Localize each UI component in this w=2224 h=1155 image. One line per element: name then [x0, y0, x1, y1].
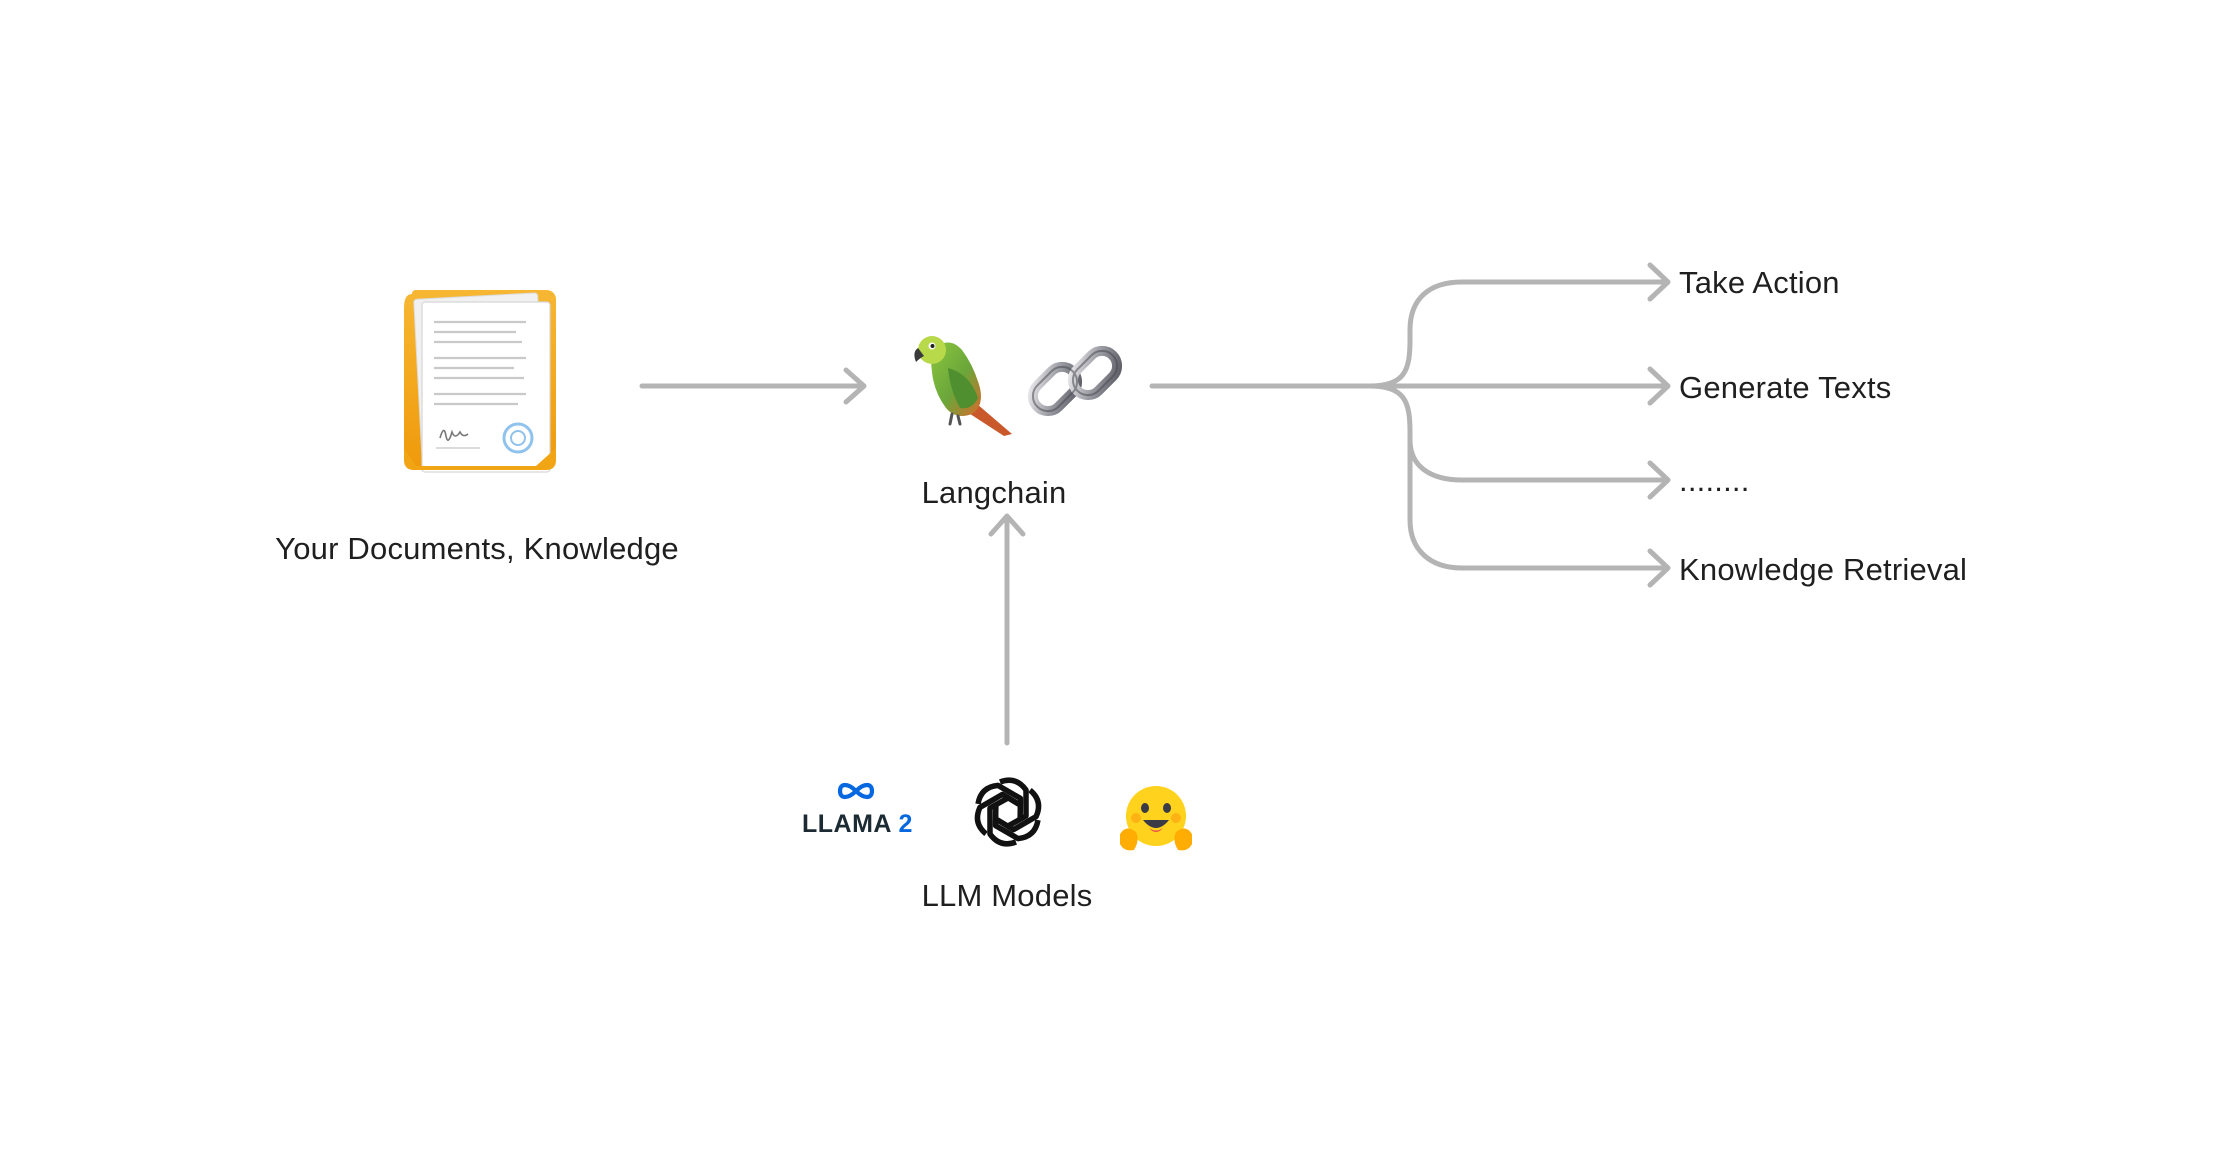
- arrowhead-take-action: [1647, 262, 1671, 302]
- parrot-icon: [914, 336, 1012, 436]
- arrow-branch-knowledge-retrieval: [1407, 437, 1667, 571]
- hugging-face-icon: [1120, 786, 1192, 851]
- arrowhead-documents-to-langchain: [843, 367, 867, 405]
- output-take-action: Take Action: [1679, 265, 1840, 300]
- arrowhead-models-to-langchain: [988, 513, 1026, 537]
- output-generate-texts: Generate Texts: [1679, 370, 1892, 405]
- llm-models-label: LLM Models: [921, 878, 1093, 913]
- llama-number: 2: [898, 810, 913, 838]
- documents-label: Your Documents, Knowledge: [275, 531, 679, 566]
- llama-word: LLAMA: [802, 810, 892, 838]
- arrowhead-generate-texts: [1647, 366, 1671, 406]
- output-knowledge-retrieval: Knowledge Retrieval: [1679, 552, 1968, 587]
- document-folder-icon: [404, 290, 556, 473]
- meta-infinity-icon: [837, 782, 875, 800]
- arrowhead-dots: [1647, 460, 1671, 500]
- arrow-branch-dots: [1367, 383, 1667, 483]
- output-more-dots: ........: [1679, 463, 1750, 498]
- chain-link-icon: [1027, 345, 1123, 417]
- arrow-branch-take-action: [1367, 279, 1667, 389]
- langchain-label: Langchain: [921, 475, 1067, 510]
- meta-llama-2-logo: LLAMA 2: [800, 780, 912, 844]
- openai-logo-icon: [974, 777, 1042, 847]
- arrowhead-knowledge-retrieval: [1647, 548, 1671, 588]
